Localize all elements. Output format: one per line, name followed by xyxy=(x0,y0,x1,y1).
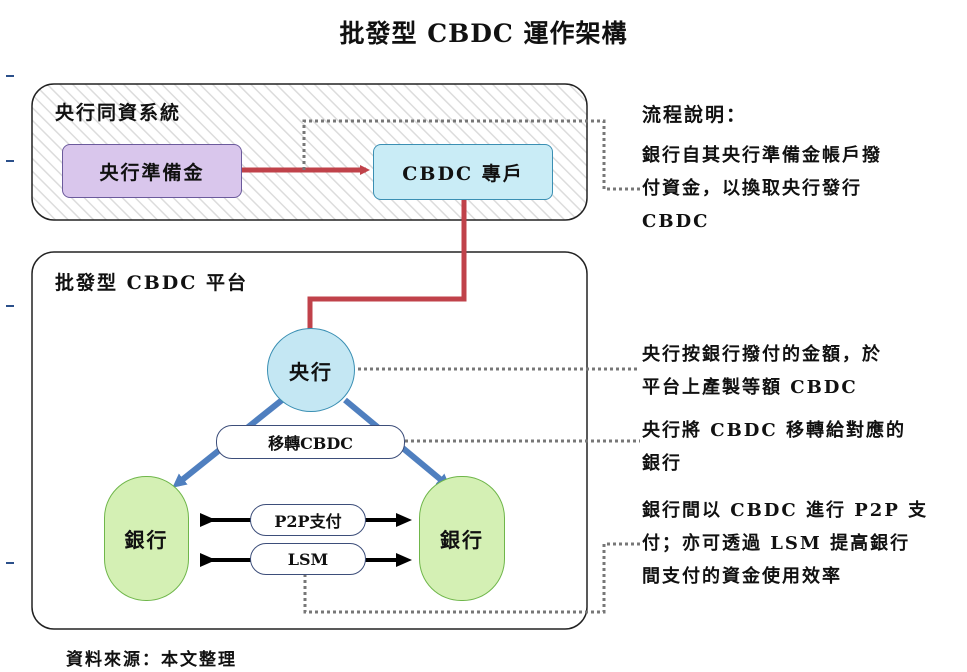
note-4-line: 付；亦可透過 LSM 提高銀行 xyxy=(642,533,911,554)
note-4-line: 銀行間以 CBDC 進行 P2P 支 xyxy=(642,500,929,521)
cbdc-to-central-bank-line xyxy=(307,200,467,329)
note-3-line: 央行將 CBDC 移轉給對應的 xyxy=(642,420,907,441)
margin-mark xyxy=(6,305,14,307)
note-2-line: 平台上產製等額 CBDC xyxy=(642,377,858,398)
note-1-line: 付資金，以換取央行發行 xyxy=(642,178,862,199)
p2p-payment-label: P2P支付 xyxy=(250,504,366,536)
margin-mark xyxy=(6,160,14,162)
note-2-line: 央行按銀行撥付的金額，於 xyxy=(642,344,882,365)
note-1: 銀行自其央行準備金帳戶撥 付資金，以換取央行發行 CBDC xyxy=(642,139,882,238)
note1-leader xyxy=(302,119,640,191)
page-title: 批發型 CBDC 運作架構 xyxy=(339,19,628,48)
margin-mark xyxy=(6,75,14,77)
transfer-cbdc-label: 移轉CBDC xyxy=(216,425,405,459)
note-3-line: 銀行 xyxy=(642,453,682,474)
note-2: 央行按銀行撥付的金額，於 平台上產製等額 CBDC xyxy=(642,338,882,404)
note-4-line: 間支付的資金使用效率 xyxy=(642,566,842,587)
note-3: 央行將 CBDC 移轉給對應的 銀行 xyxy=(642,414,906,480)
note-1-line: CBDC xyxy=(642,211,710,232)
source-note: 資料來源：本文整理 xyxy=(66,650,237,670)
notes-heading: 流程說明： xyxy=(642,104,748,126)
right-bank-node: 銀行 xyxy=(419,476,505,601)
margin-mark xyxy=(6,562,14,564)
cbdc-account-box: CBDC 專戶 xyxy=(373,144,553,200)
lsm-label: LSM xyxy=(250,543,366,575)
central-bank-node: 央行 xyxy=(267,328,355,412)
note4-leader xyxy=(303,542,640,614)
top-group-label: 央行同資系統 xyxy=(55,102,182,124)
platform-group-label: 批發型 CBDC 平台 xyxy=(55,272,249,294)
reserve-box: 央行準備金 xyxy=(62,144,242,198)
left-bank-node: 銀行 xyxy=(104,476,189,601)
note-4: 銀行間以 CBDC 進行 P2P 支 付；亦可透過 LSM 提高銀行 間支付的資… xyxy=(642,494,928,593)
note-1-line: 銀行自其央行準備金帳戶撥 xyxy=(642,145,882,166)
